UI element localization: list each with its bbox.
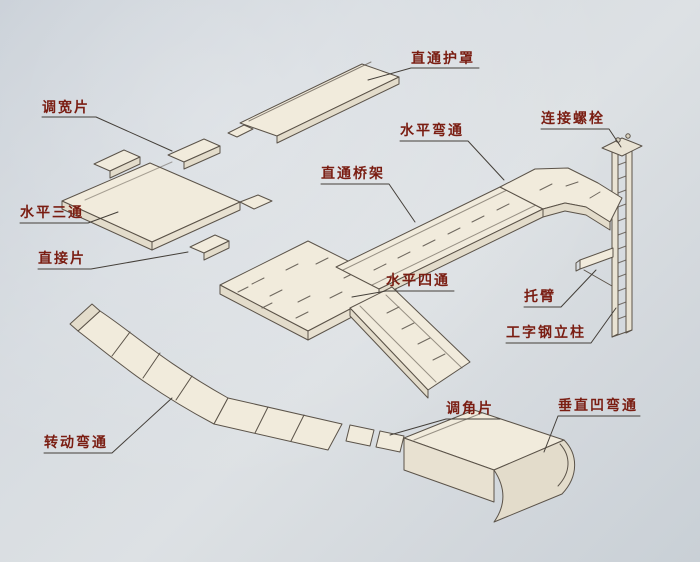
leader-rotating-bend: [43, 397, 173, 454]
label-rotating-bend: 转动弯通: [44, 435, 108, 451]
leader-horizontal-tee: [19, 211, 119, 224]
label-horizontal-cross: 水平四通: [386, 273, 450, 289]
leader-direct-connector-piece: [37, 251, 189, 270]
leader-width-adjust-piece: [41, 116, 173, 152]
leader-support-arm: [523, 269, 597, 308]
label-width-adjust-piece: 调宽片: [42, 100, 90, 116]
label-straight-tray: 直通桥架: [321, 166, 385, 182]
label-horizontal-tee: 水平三通: [20, 205, 84, 221]
label-straight-cover: 直通护罩: [411, 51, 475, 67]
label-horizontal-bend: 水平弯通: [400, 123, 464, 139]
label-connecting-bolt: 连接螺栓: [541, 111, 605, 127]
direct-connector-piece-shape: [189, 234, 230, 261]
leader-connecting-bolt: [540, 128, 622, 148]
leader-straight-cover: [367, 67, 480, 81]
horizontal-tee-shape: [61, 161, 273, 251]
leader-vertical-concave-bend: [543, 415, 641, 453]
support-arm-shape: [575, 247, 614, 287]
leader-angle-adjust-piece: [389, 418, 501, 436]
bottom-tray-shape: [213, 397, 343, 451]
leader-lines: [19, 67, 641, 454]
i-beam-column-shape: [601, 133, 643, 338]
leader-straight-tray: [320, 183, 416, 223]
label-support-arm: 托臂: [524, 289, 556, 305]
leader-horizontal-bend: [399, 140, 505, 181]
rotating-bend-shape: [69, 303, 229, 425]
leader-i-beam-column: [505, 307, 617, 344]
branch-tray-shape: [349, 286, 471, 399]
label-vertical-concave-bend: 垂直凹弯通: [558, 398, 638, 414]
leader-horizontal-cross: [351, 290, 455, 298]
label-i-beam-column: 工字钢立柱: [506, 325, 586, 341]
label-angle-adjust-piece: 调角片: [446, 401, 494, 417]
horizontal-bend-shape: [499, 167, 623, 231]
label-direct-connector-piece: 直接片: [38, 251, 86, 267]
angle-adjust-piece-shape: [345, 424, 405, 453]
vertical-concave-bend-shape: [403, 409, 576, 523]
straight-cover-shape: [227, 61, 400, 144]
width-adjust-piece-shape: [93, 138, 221, 179]
